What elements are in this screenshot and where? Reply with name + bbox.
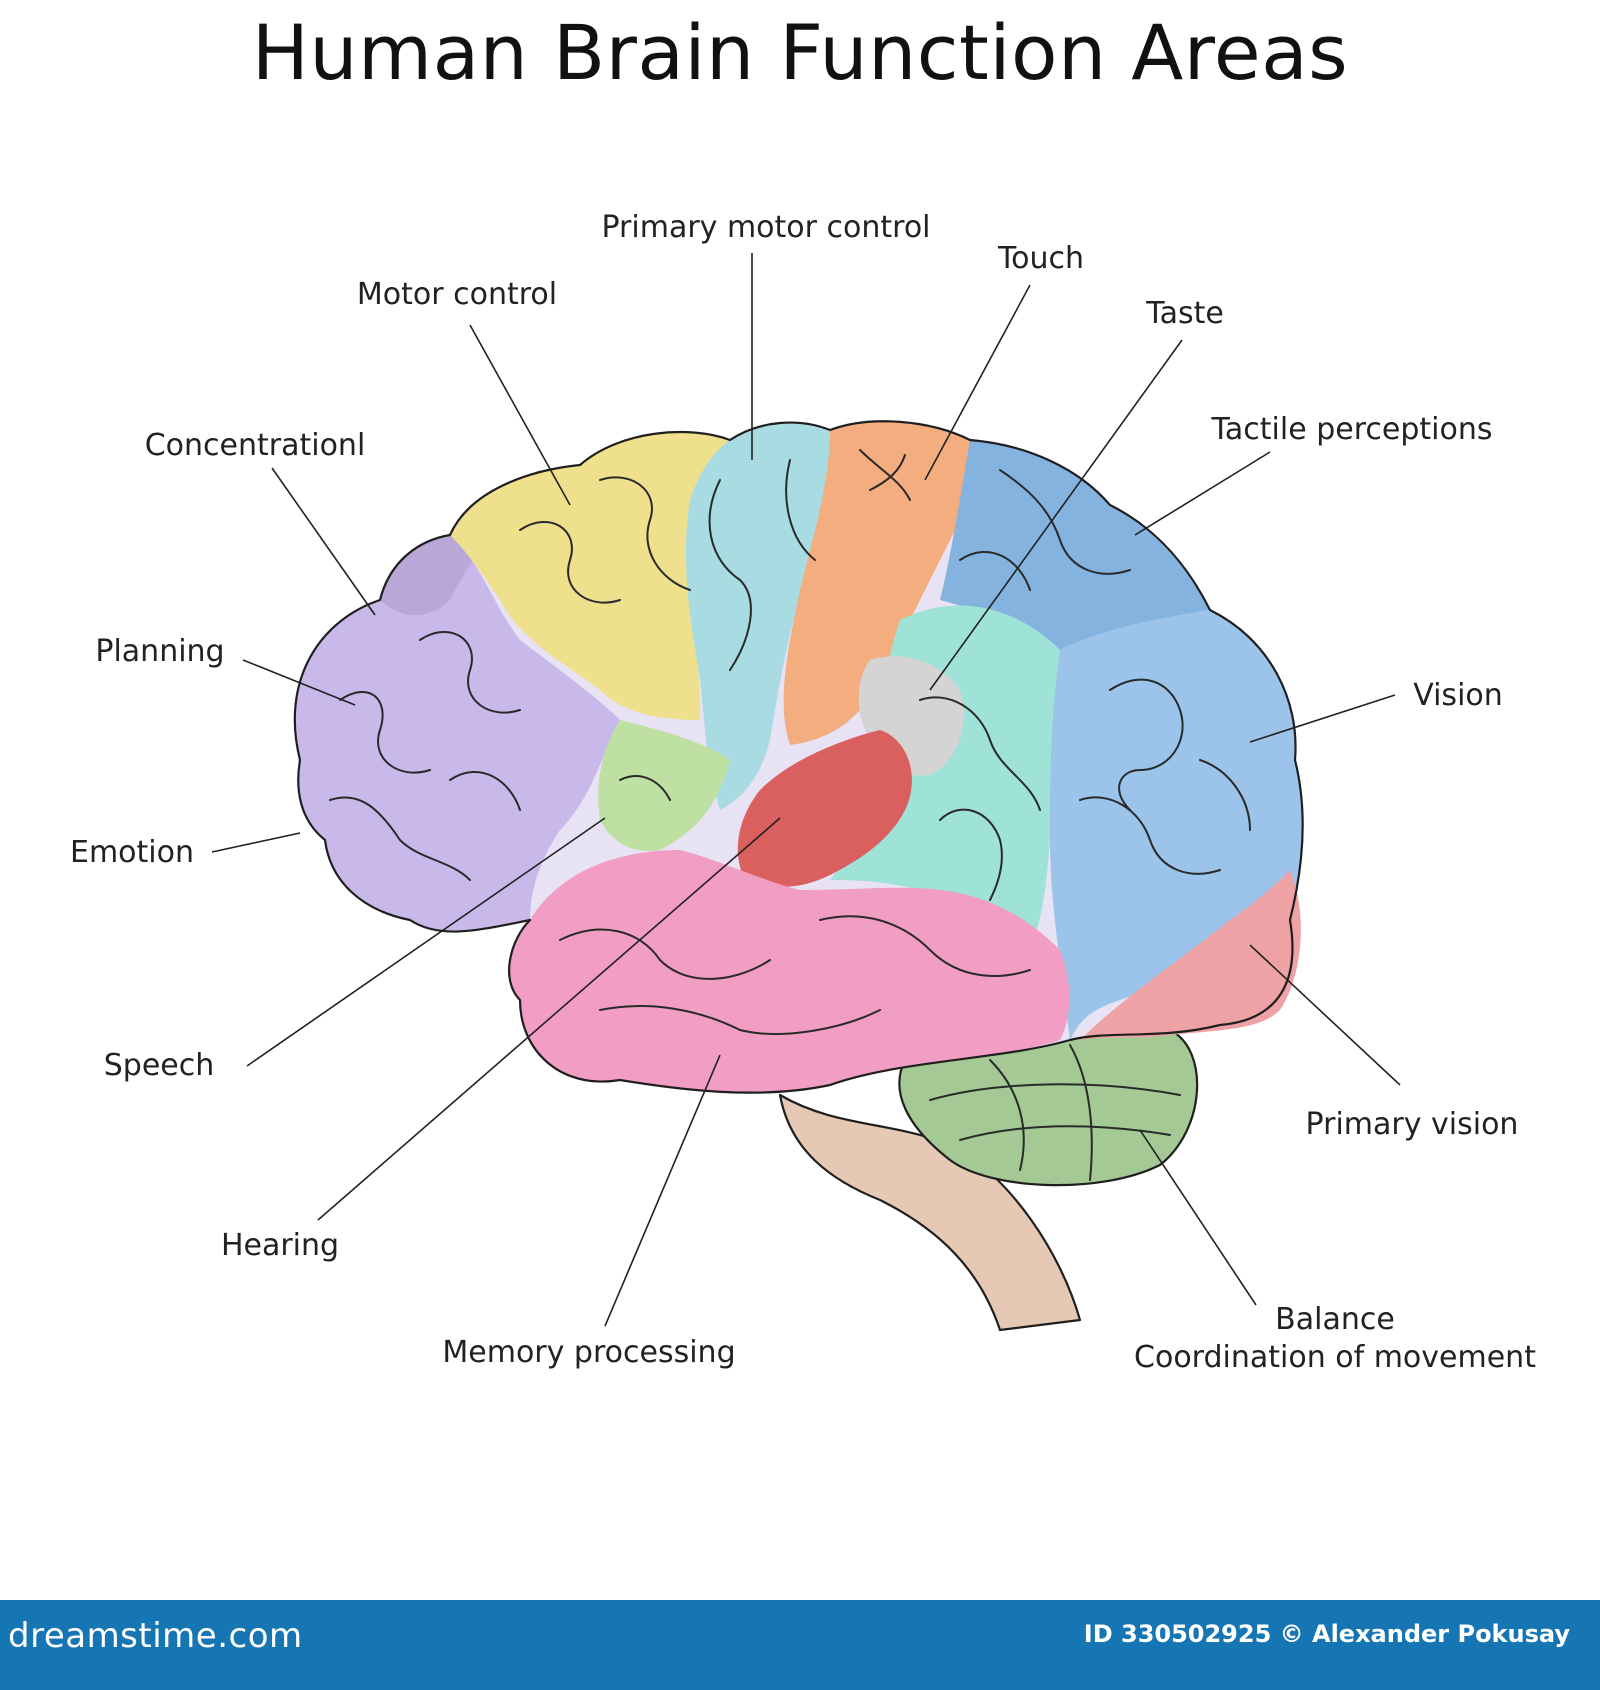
speech-region [598,720,730,851]
label-planning: Planning [95,634,224,669]
gyri-lines [329,449,1251,1035]
touch-region [783,421,975,745]
primary-vision-region [1080,870,1301,1040]
label-motor-control: Motor control [357,277,557,312]
label-hearing: Hearing [221,1228,339,1263]
motor-control-region [450,432,730,720]
footer-credit: ID 330502925 © Alexander Pokusay [1083,1620,1570,1648]
cerebellum-region [899,1021,1198,1186]
label-vision: Vision [1413,678,1503,713]
label-concentration: Concentrationl [145,428,366,463]
label-emotion: Emotion [70,835,194,870]
memory-region [509,850,1070,1093]
emotion-planning-region [294,535,620,932]
brainstem [780,1095,1080,1330]
label-memory-processing: Memory processing [442,1335,735,1370]
label-touch: Touch [997,241,1084,276]
footer-brand[interactable]: dreamstime.com [8,1616,303,1656]
diagram-title: Human Brain Function Areas [251,8,1349,97]
leader-lines [211,253,1401,1327]
label-speech: Speech [104,1048,215,1083]
primary-motor-region [685,422,839,810]
tactile-region [940,440,1210,650]
label-taste: Taste [1145,296,1224,331]
label-coordination: Coordination of movement [1134,1340,1536,1375]
label-balance: Balance [1275,1302,1395,1337]
label-primary-vision: Primary vision [1306,1107,1519,1142]
hearing-region [737,730,912,887]
label-tactile-perceptions: Tactile perceptions [1211,412,1493,447]
footer-bar: dreamstime.com ID 330502925 © Alexander … [0,1600,1600,1690]
brain-diagram: Primary motor control Touch Motor contro… [70,210,1536,1375]
label-primary-motor-control: Primary motor control [601,210,930,245]
